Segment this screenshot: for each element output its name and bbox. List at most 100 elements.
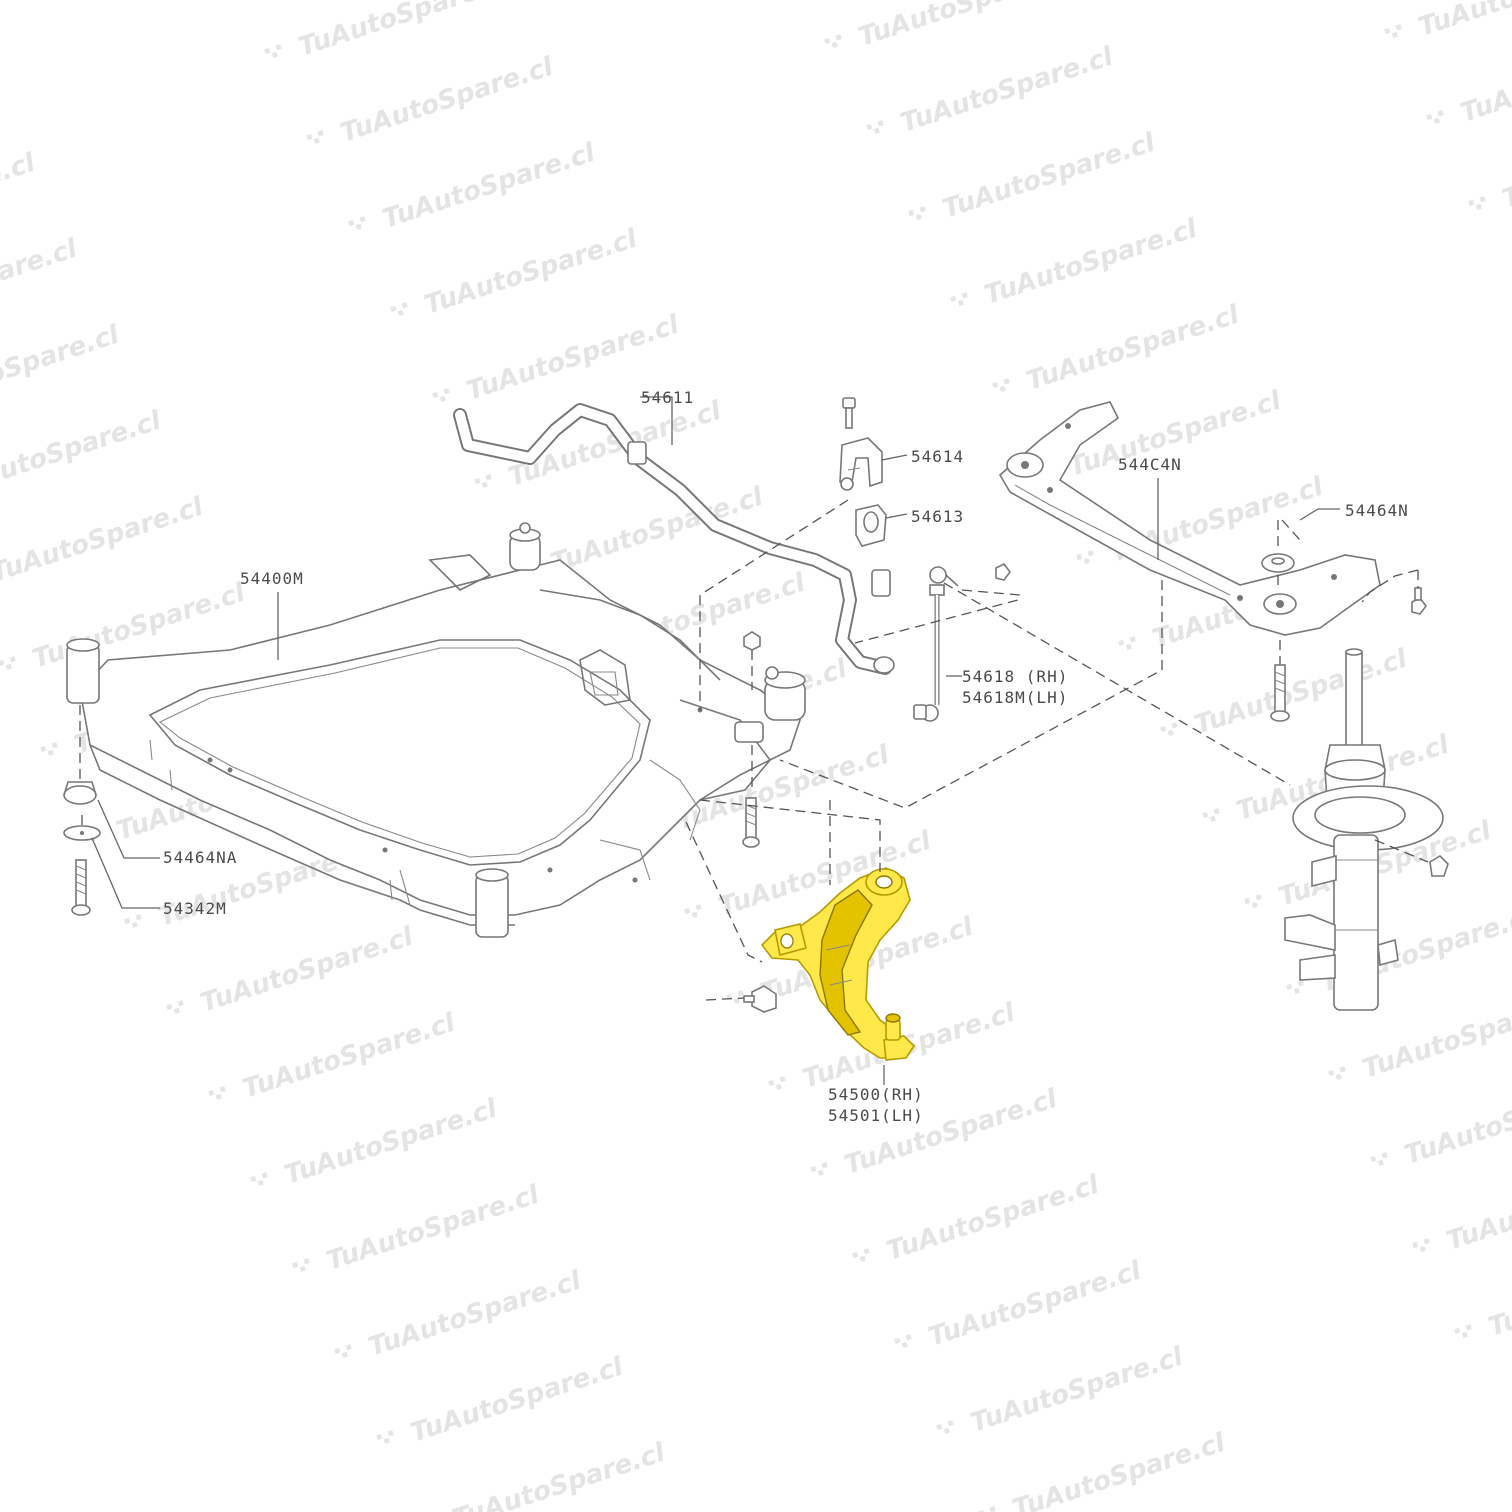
svg-text:TuAutoSpare.cl: TuAutoSpare.cl [0,319,124,416]
svg-text:TuAutoSpare.cl: TuAutoSpare.cl [939,127,1160,224]
label-54613: 54613 [911,507,964,526]
lower-control-arm-54500[interactable] [760,867,916,1061]
watermark-tile: TuAutoSpare.cl [166,921,418,1019]
watermark-tile: TuAutoSpare.cl [824,0,1076,53]
watermark-tile: TuAutoSpare.cl [1370,1073,1512,1171]
subframe-bushing-rear-left [509,522,541,571]
washer-54464N[interactable] [1261,553,1295,573]
svg-text:TuAutoSpare.cl: TuAutoSpare.cl [407,1351,628,1448]
label-54400M: 54400M [240,569,304,588]
member-bolt-vertical[interactable] [1270,664,1290,722]
watermark-tile: TuAutoSpare.cl [208,1007,460,1105]
svg-text:TuAutoSpare.cl: TuAutoSpare.cl [1485,1245,1512,1342]
svg-text:TuAutoSpare.cl: TuAutoSpare.cl [323,1179,544,1276]
watermark-tile: TuAutoSpare.cl [334,1265,586,1363]
watermark-tile: TuAutoSpare.cl [936,1341,1188,1439]
svg-text:TuAutoSpare.cl: TuAutoSpare.cl [855,0,1076,53]
watermark-tile: TuAutoSpare.cl [908,127,1160,225]
svg-text:TuAutoSpare.cl: TuAutoSpare.cl [883,1169,1104,1266]
svg-text:TuAutoSpare.cl: TuAutoSpare.cl [449,1437,670,1512]
member-bolt-side[interactable] [1411,587,1427,615]
subframe-bushing-front-left [66,638,100,704]
watermark-tile: TuAutoSpare.cl [348,137,600,235]
link-nut[interactable] [995,562,1011,581]
svg-text:TuAutoSpare.cl: TuAutoSpare.cl [0,405,166,502]
svg-text:TuAutoSpare.cl: TuAutoSpare.cl [1009,1427,1230,1512]
svg-text:TuAutoSpare.cl: TuAutoSpare.cl [281,1093,502,1190]
leader-lines [91,396,1340,1085]
strut-nut[interactable] [1429,854,1449,877]
svg-text:TuAutoSpare.cl: TuAutoSpare.cl [967,1341,1188,1438]
bracket-bolt-lower[interactable] [840,477,854,491]
strut-assembly[interactable] [1284,648,1444,1011]
watermark-tile: TuAutoSpare.cl [1286,901,1512,999]
watermark-tile: TuAutoSpare.cl [992,299,1244,397]
stabilizer-link-54618[interactable] [913,566,959,722]
svg-text:TuAutoSpare.cl: TuAutoSpare.cl [239,1007,460,1104]
subframe-bolt-54342M[interactable] [71,859,91,916]
watermark-tile: TuAutoSpare.cl [0,491,208,588]
svg-text:TuAutoSpare.cl: TuAutoSpare.cl [0,491,208,588]
stabilizer-bushing-54613[interactable] [855,504,887,547]
label-54501-lh: 54501(LH) [828,1106,924,1125]
watermark-tile: TuAutoSpare.cl [292,1179,544,1277]
label-54342M: 54342M [163,899,227,918]
svg-text:TuAutoSpare.cl: TuAutoSpare.cl [0,147,40,244]
watermark-tile: TuAutoSpare.cl [866,41,1118,139]
part-labels: 54611 54614 54613 544C4N 54464N 54400M 5… [163,388,1408,1125]
watermark-tile: TuAutoSpare.cl [0,233,82,330]
svg-text:TuAutoSpare.cl: TuAutoSpare.cl [1023,299,1244,396]
svg-text:TuAutoSpare.cl: TuAutoSpare.cl [197,921,418,1018]
label-54618M-lh: 54618M(LH) [962,688,1068,707]
label-544C4N: 544C4N [1118,455,1182,474]
watermark-tile: TuAutoSpare.cl [894,1255,1146,1353]
watermark-tile: TuAutoSpare.cl [978,1427,1230,1512]
watermark-tile: TuAutoSpare.cl [1454,1245,1512,1343]
control-arm-bolt[interactable] [743,985,777,1013]
label-54618-rh: 54618 (RH) [962,667,1068,686]
watermark-tile: TuAutoSpare.cl [0,147,40,244]
svg-text:TuAutoSpare.cl: TuAutoSpare.cl [421,223,642,320]
watermark-tile: TuAutoSpare.cl [0,319,124,416]
watermark-tile: TuAutoSpare.cl [390,223,642,321]
watermark-tile: TuAutoSpare.cl [852,1169,1104,1267]
svg-text:TuAutoSpare.cl: TuAutoSpare.cl [1499,117,1512,214]
svg-text:TuAutoSpare.cl: TuAutoSpare.cl [295,0,516,63]
stabilizer-bar-54611[interactable] [453,403,895,675]
watermark-tile: TuAutoSpare.cl [264,0,516,63]
svg-text:TuAutoSpare.cl: TuAutoSpare.cl [1359,987,1512,1084]
svg-text:TuAutoSpare.cl: TuAutoSpare.cl [1443,1159,1512,1256]
svg-text:TuAutoSpare.cl: TuAutoSpare.cl [1401,1073,1512,1170]
watermark-tile: TuAutoSpare.cl [950,213,1202,311]
assembly-dashed-lines [685,499,1429,1001]
subframe-bushing-rear-right [734,666,806,743]
subframe-54400M[interactable] [66,522,806,938]
svg-text:TuAutoSpare.cl: TuAutoSpare.cl [897,41,1118,138]
watermark-tile: TuAutoSpare.cl [250,1093,502,1191]
subframe-bushing-front-right [475,868,509,938]
svg-text:TuAutoSpare.cl: TuAutoSpare.cl [379,137,600,234]
label-54614: 54614 [911,447,964,466]
watermark-tile: TuAutoSpare.cl [0,405,166,502]
watermark-tile: TuAutoSpare.cl [376,1351,628,1449]
label-54500-rh: 54500(RH) [828,1085,924,1104]
watermark-tile: TuAutoSpare.cl [1468,117,1512,215]
svg-text:TuAutoSpare.cl: TuAutoSpare.cl [1457,31,1512,128]
label-54611: 54611 [641,388,694,407]
svg-text:TuAutoSpare.cl: TuAutoSpare.cl [925,1255,1146,1352]
member-assembly-544C4N[interactable] [998,401,1381,636]
svg-text:TuAutoSpare.cl: TuAutoSpare.cl [1415,0,1512,43]
subframe-nut-upper[interactable] [743,631,761,651]
svg-text:TuAutoSpare.cl: TuAutoSpare.cl [0,233,82,330]
label-54464NA: 54464NA [163,848,237,867]
subframe-mount-washer-54464NA[interactable] [63,781,101,841]
subframe-bolt-rear[interactable] [742,797,760,848]
watermark-tile: TuAutoSpare.cl [449,1437,670,1512]
svg-text:TuAutoSpare.cl: TuAutoSpare.cl [365,1265,586,1362]
svg-text:TuAutoSpare.cl: TuAutoSpare.cl [981,213,1202,310]
bracket-bolt[interactable] [842,397,856,429]
svg-text:TuAutoSpare.cl: TuAutoSpare.cl [1191,643,1412,740]
watermark-tile: TuAutoSpare.cl [306,51,558,149]
